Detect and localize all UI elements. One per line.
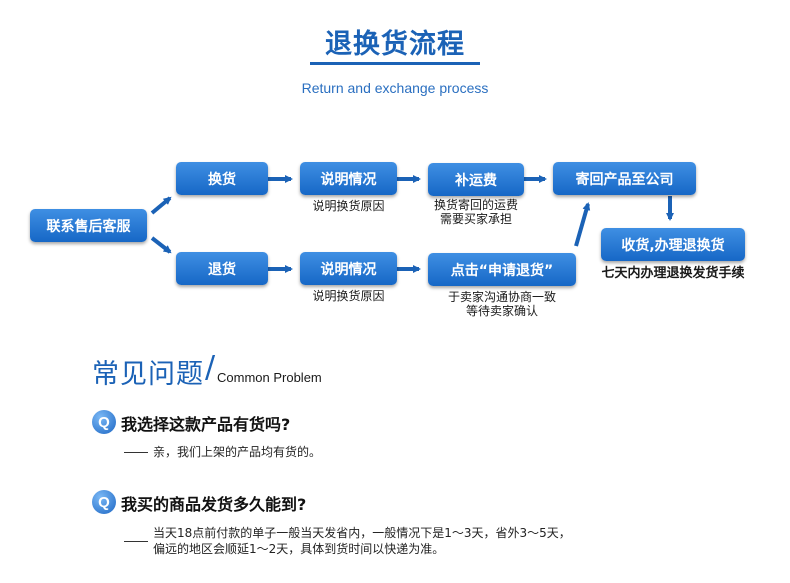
exchange-step2-note: 说明换货原因 [312,199,385,213]
return-step1-box: 退货 [176,252,268,285]
faq-subtitle: Common Problem [217,370,322,385]
faq-answer-2-line-2: 偏远的地区会顺延1～2天，具体到货时间以快递为准。 [153,542,445,556]
return-step3-note-line2: 等待卖家确认 [465,304,538,318]
ship-back-box: 寄回产品至公司 [553,162,696,195]
answer-dash-1 [124,452,148,453]
faq-title: 常见问题 [92,359,204,390]
title-underline [310,62,480,65]
exchange-step2-box: 说明情况 [300,162,397,195]
page-title: 退换货流程 [325,29,465,60]
page-subtitle: Return and exchange process [301,80,489,96]
faq-answer-1-line-1: 亲，我们上架的产品均有货的。 [153,445,322,459]
return-step2-box: 说明情况 [300,252,397,285]
exchange-step1-box: 换货 [176,162,268,195]
return-step3-box: 点击“申请退货” [428,253,576,286]
return-step3-note-line1: 于卖家沟通协商一致 [447,290,556,304]
arrow-return-3-ship [574,202,591,247]
answer-dash-2 [124,541,148,542]
arrow-start-to-exchange [150,196,172,215]
exchange-step3-note-line1: 换货寄回的运费 [433,198,518,212]
exchange-step3-box: 补运费 [428,163,524,196]
faq-title-slash: / [205,350,216,385]
exchange-step3-note-line2: 需要买家承担 [439,212,512,226]
q-badge-icon: Q [92,490,116,514]
faq-answer-2-line-1: 当天18点前付款的单子一般当天发省内，一般情况下是1～3天，省外3～5天， [153,526,571,540]
arrow-start-to-return [150,236,172,254]
faq-question-2: 我买的商品发货多久能到? [121,495,307,514]
finish-note: 七天内办理退换发货手续 [601,266,745,281]
q-badge-icon: Q [92,410,116,434]
faq-question-1: 我选择这款产品有货吗? [121,415,291,434]
return-step2-note: 说明换货原因 [312,289,385,303]
start-box: 联系售后客服 [30,209,147,242]
finish-box: 收货,办理退换货 [601,228,745,261]
